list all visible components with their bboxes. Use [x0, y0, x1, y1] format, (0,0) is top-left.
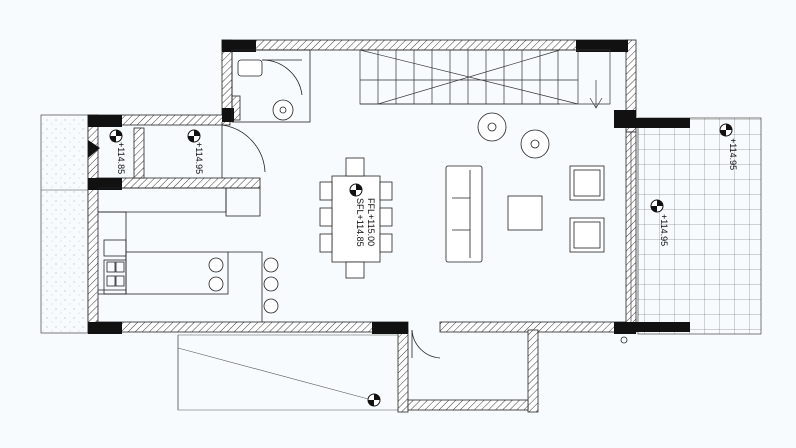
left-garden	[40, 114, 89, 334]
entry-diagonal	[177, 347, 373, 401]
front-door	[411, 329, 441, 359]
terrace-post	[620, 336, 628, 344]
level-marker-wc: +114.95	[187, 129, 204, 174]
level-label-terrace-mid: +114.95	[659, 214, 669, 246]
wc-room	[231, 49, 311, 123]
level-label-ffl: FFL+115.00	[366, 198, 376, 246]
level-label-sfl: SFL+114.85	[355, 198, 365, 247]
staircase	[359, 49, 611, 109]
kitchen	[98, 187, 263, 322]
entrance-bay	[133, 122, 266, 179]
level-marker-front	[367, 393, 381, 407]
dining-set	[319, 157, 393, 279]
level-marker-terrace-mid: +114.95	[650, 199, 669, 246]
columns	[88, 40, 690, 334]
level-marker-entry: +114.85	[109, 129, 126, 174]
right-terrace	[637, 117, 762, 335]
bar-stools	[208, 257, 279, 314]
level-label-entry: +114.85	[116, 142, 126, 174]
level-label-terrace-top: +114.95	[728, 138, 738, 170]
living-furniture	[445, 112, 605, 263]
level-marker-living: FFL+115.00 SFL+114.85	[349, 183, 376, 247]
level-label-wc: +114.95	[194, 142, 204, 174]
level-marker-terrace-top: +114.95	[719, 123, 738, 170]
entry-arrow	[88, 140, 100, 158]
